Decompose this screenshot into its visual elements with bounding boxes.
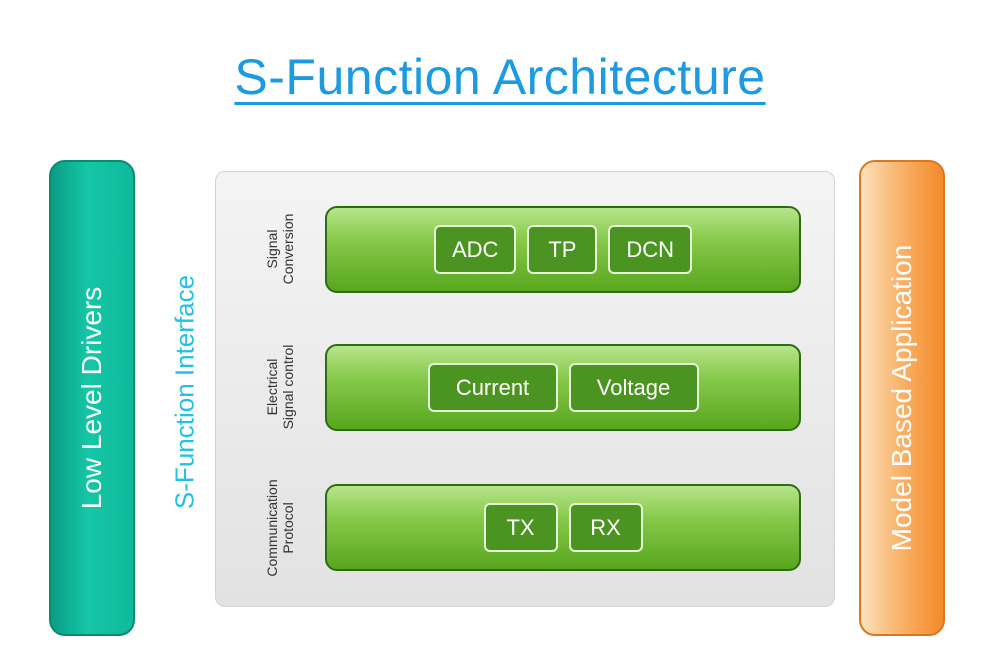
- signal-conversion-bar: ADC TP DCN: [325, 206, 801, 293]
- row-label-electrical-signal-control: Electrical Signal control: [264, 344, 296, 430]
- row-label-signal-conversion: Signal Conversion: [264, 213, 296, 285]
- s-function-interface-label: S-Function Interface: [169, 274, 200, 510]
- chip-voltage: Voltage: [568, 363, 699, 412]
- chip-adc: ADC: [433, 225, 517, 274]
- communication-protocol-bar: TX RX: [325, 484, 801, 571]
- diagram-title: S-Function Architecture: [234, 49, 766, 105]
- chip-current: Current: [427, 363, 558, 412]
- chip-tp: TP: [527, 225, 598, 274]
- low-level-drivers-label: Low Level Drivers: [76, 286, 107, 510]
- chip-rx: RX: [568, 503, 643, 552]
- electrical-signal-control-bar: Current Voltage: [325, 344, 801, 431]
- chip-tx: TX: [483, 503, 558, 552]
- model-based-application-label: Model Based Application: [886, 244, 917, 552]
- row-label-communication-protocol: Communication Protocol: [264, 479, 296, 577]
- low-level-drivers-bar: Low Level Drivers: [49, 160, 135, 636]
- model-based-application-bar: Model Based Application: [859, 160, 945, 636]
- chip-dcn: DCN: [608, 225, 693, 274]
